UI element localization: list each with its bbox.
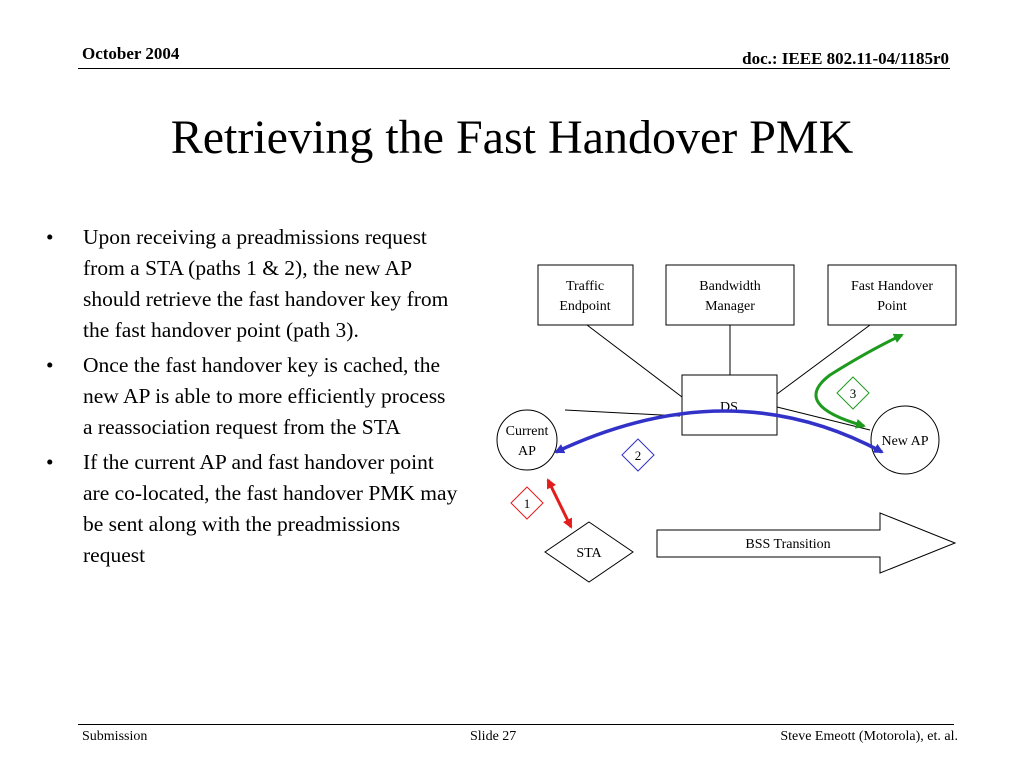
header-doc-id: doc.: IEEE 802.11-04/1185r0 (742, 49, 949, 68)
bullet-item: • Once the fast handover key is cached, t… (40, 350, 460, 443)
footer-slide-number: Slide 27 (470, 729, 517, 744)
bss-transition-arrow: BSS Transition (656, 512, 957, 574)
bullet-text: If the current AP and fast handover poin… (83, 450, 458, 567)
link-currentap-ds (564, 409, 681, 417)
bullet-marker: • (46, 225, 54, 249)
ds-node: DS (681, 374, 778, 436)
fast-handover-point-label-line2: Point (877, 299, 907, 314)
traffic-endpoint-label-line1: Traffic (566, 279, 604, 294)
link-fasthandover-ds (776, 324, 871, 395)
bullet-text: Once the fast handover key is cached, th… (83, 353, 446, 439)
bullet-marker: • (46, 450, 54, 474)
bullet-marker: • (46, 353, 54, 377)
path-3-label: 3 (850, 386, 857, 401)
bandwidth-manager-label-line2: Manager (705, 299, 755, 314)
footer-divider (78, 724, 954, 725)
bullet-item: • Upon receiving a preadmissions request … (40, 222, 460, 346)
bss-transition-label: BSS Transition (745, 537, 830, 552)
bandwidth-manager-label-line1: Bandwidth (699, 279, 760, 294)
bullet-item: • If the current AP and fast handover poi… (40, 447, 460, 571)
path-2-arrow (554, 409, 884, 454)
header-date: October 2004 (82, 44, 180, 63)
path-3-badge: 3 (836, 376, 870, 410)
path-1-arrow (546, 478, 573, 529)
sta-label: STA (576, 546, 602, 561)
fast-handover-point-label-line1: Fast Handover (851, 279, 933, 294)
current-ap-label-line1: Current (506, 424, 549, 439)
bullet-text: Upon receiving a preadmissions request f… (83, 225, 449, 342)
current-ap-label-line2: AP (518, 444, 536, 459)
new-ap-label: New AP (881, 434, 928, 449)
slide-title: Retrieving the Fast Handover PMK (170, 111, 854, 164)
path-2-label: 2 (635, 448, 642, 463)
footer-submission: Submission (82, 729, 148, 744)
fast-handover-point-node: Fast Handover Point (827, 264, 957, 326)
link-ds-newap (776, 406, 871, 431)
footer-author: Steve Emeott (Motorola), et. al. (780, 729, 958, 744)
link-traffic-ds (586, 324, 683, 398)
sta-node: STA (544, 521, 634, 583)
traffic-endpoint-label-line2: Endpoint (559, 299, 610, 314)
path-1-label: 1 (524, 496, 531, 511)
traffic-endpoint-node: Traffic Endpoint (537, 264, 634, 326)
current-ap-node: Current AP (496, 409, 558, 471)
path-2-badge: 2 (621, 438, 655, 472)
header-divider (78, 68, 950, 69)
new-ap-node: New AP (870, 405, 940, 475)
path-1-badge: 1 (510, 486, 544, 520)
path-3-arrow (814, 333, 904, 429)
bullet-list: • Upon receiving a preadmissions request … (40, 222, 460, 575)
bandwidth-manager-node: Bandwidth Manager (665, 264, 795, 326)
